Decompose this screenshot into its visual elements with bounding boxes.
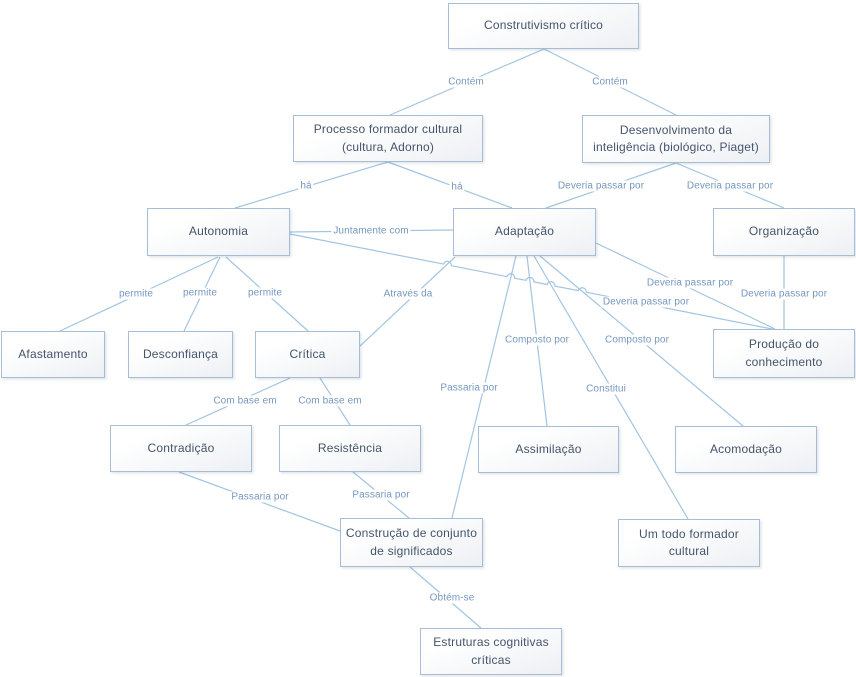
edge-label-composto-por-2: Composto por (602, 334, 672, 346)
node-estruturas-cognitivas[interactable]: Estruturas cognitivas críticas (420, 628, 562, 675)
node-adaptacao[interactable]: Adaptação (453, 208, 596, 256)
node-producao-do-conhecimento[interactable]: Produção do conhecimento (713, 329, 855, 378)
node-label: Um todo formador cultural (639, 526, 739, 558)
edge-label-ha-left: há (298, 180, 314, 192)
edge-label-constitui: Constitui (584, 383, 628, 395)
edge-autonomia-producao (289, 233, 778, 331)
node-construcao-de-conjunto[interactable]: Construção de conjunto de significados (340, 518, 483, 567)
node-label: Acomodação (709, 441, 783, 456)
node-organizacao[interactable]: Organização (713, 208, 855, 256)
edge-label-permite-2: permite (180, 287, 220, 299)
edge-label-contem-right: Contém (590, 76, 630, 88)
edge-label-deveria-passar-por-3: Deveria passar por (600, 296, 692, 308)
edge-label-deveria-passar-por-4: Deveria passar por (644, 277, 736, 289)
node-label: Processo formador cultural (cultura, Ado… (313, 122, 463, 154)
edge-label-com-base-em-1: Com base em (211, 395, 279, 407)
edge-label-passaria-por-1: Passaria por (438, 382, 500, 394)
node-autonomia[interactable]: Autonomia (147, 208, 290, 256)
node-label: Produção do conhecimento (745, 337, 823, 369)
node-label: Afastamento (18, 346, 88, 361)
node-label: Desconfiança (142, 346, 219, 361)
node-label: Organização (748, 224, 820, 239)
edge-label-composto-por-1: Composto por (502, 334, 572, 346)
node-desenvolvimento-da-inteligencia[interactable]: Desenvolvimento da inteligência (biológi… (582, 115, 770, 163)
edge-label-permite-1: permite (116, 288, 156, 300)
edge-label-deveria-passar-por-2: Deveria passar por (684, 180, 776, 192)
edge-label-com-base-em-2: Com base em (296, 395, 364, 407)
edge-label-passaria-por-3: Passaria por (350, 489, 412, 501)
node-label: Adaptação (494, 224, 555, 239)
edge-label-obtem-se: Obtém-se (427, 592, 477, 604)
edge-critica-adaptacao (359, 256, 456, 347)
edge-label-juntamente-com: Juntamente com (331, 225, 411, 237)
edge-label-deveria-passar-por-5: Deveria passar por (738, 288, 830, 300)
node-critica[interactable]: Crítica (255, 331, 360, 378)
node-um-todo-formador-cultural[interactable]: Um todo formador cultural (618, 519, 760, 567)
node-construtivismo-critico[interactable]: Construtivismo crítico (448, 3, 639, 49)
node-contradicao[interactable]: Contradição (110, 425, 252, 472)
node-label: Autonomia (188, 224, 249, 239)
edge-label-passaria-por-2: Passaria por (229, 491, 291, 503)
node-label: Crítica (289, 346, 326, 361)
edge-label-permite-3: permite (245, 287, 285, 299)
node-afastamento[interactable]: Afastamento (1, 331, 105, 378)
node-label: Resistência (317, 440, 383, 455)
node-label: Assimilação (515, 441, 582, 456)
node-label: Construção de conjunto de significados (345, 526, 478, 558)
edge-label-contem-left: Contém (446, 76, 486, 88)
edge-label-ha-right: há (449, 181, 465, 193)
node-label: Desenvolvimento da inteligência (biológi… (593, 122, 759, 154)
node-processo-formador-cultural[interactable]: Processo formador cultural (cultura, Ado… (293, 115, 483, 162)
edge-label-deveria-passar-por-1: Deveria passar por (555, 180, 647, 192)
node-acomodacao[interactable]: Acomodação (675, 426, 817, 473)
node-label: Contradição (147, 440, 215, 455)
node-desconfianca[interactable]: Desconfiança (128, 331, 233, 378)
node-assimilacao[interactable]: Assimilação (478, 426, 619, 473)
node-label: Construtivismo crítico (483, 18, 604, 33)
edge-label-atraves-da: Através da (381, 288, 435, 300)
node-resistencia[interactable]: Resistência (279, 425, 421, 472)
node-label: Estruturas cognitivas críticas (433, 635, 549, 667)
